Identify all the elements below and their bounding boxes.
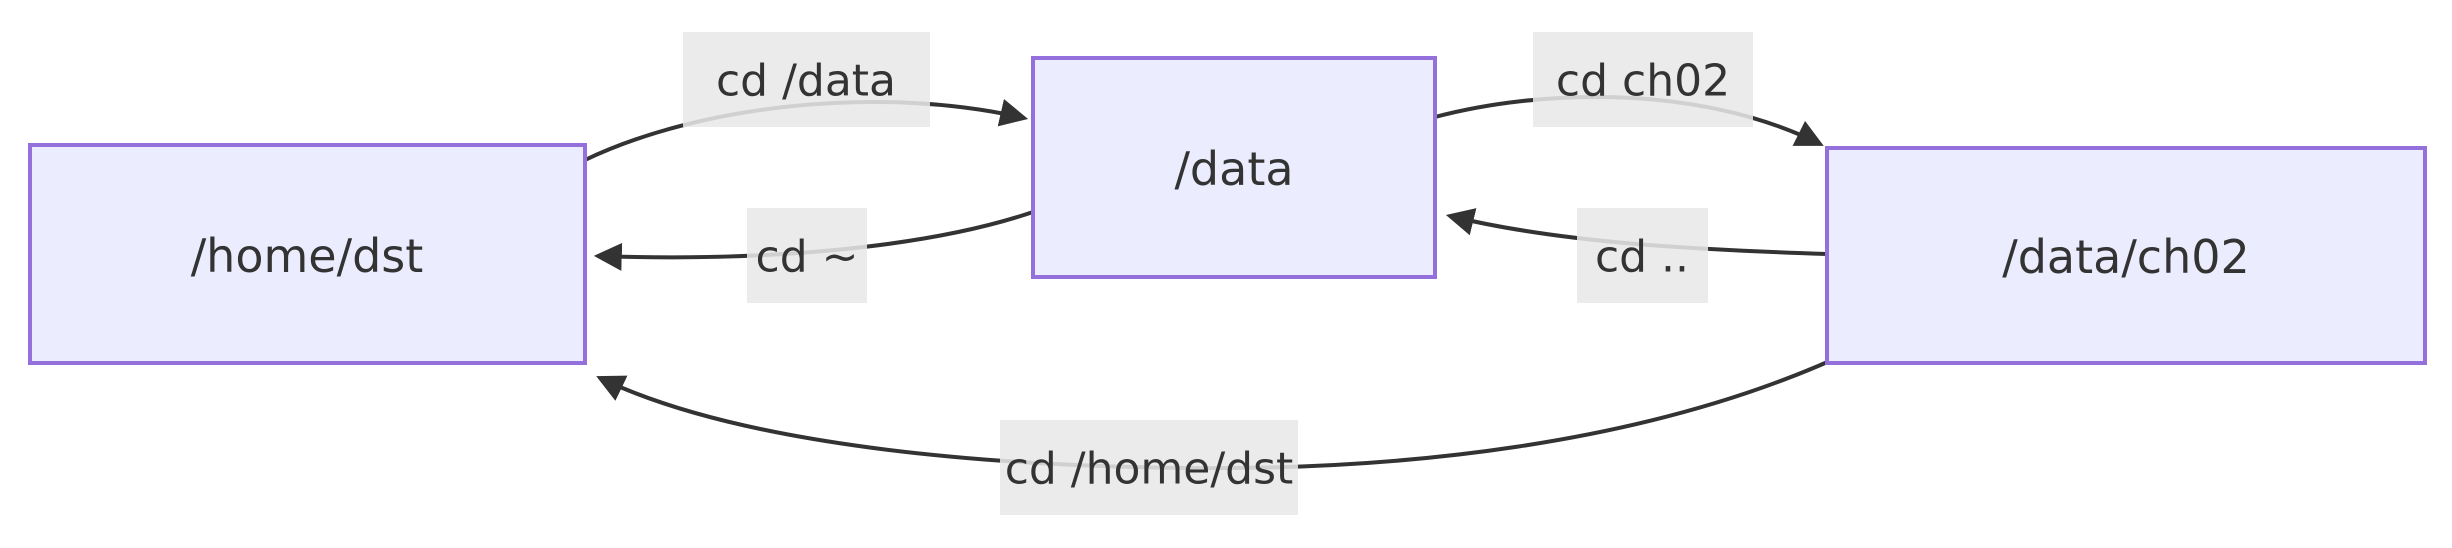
edge-label-cd-home-dst: cd /home/dst — [1000, 420, 1298, 515]
edge-label-cd-tilde: cd ~ — [747, 208, 867, 303]
node-data-ch02-box — [1825, 146, 2427, 365]
edge-label-cd-dotdot-bg — [1577, 208, 1708, 303]
edge-label-cd-ch02-text: cd ch02 — [1556, 56, 1730, 107]
node-data-label: /data — [1174, 142, 1293, 196]
edge-label-cd-data-text: cd /data — [716, 56, 896, 107]
edge-label-cd-ch02: cd ch02 — [1533, 32, 1753, 127]
edge-label-cd-data-bg — [683, 32, 930, 127]
node-home-dst: /home/dst — [28, 143, 587, 365]
edge-label-cd-home-dst-bg — [1000, 420, 1298, 515]
edge-label-cd-dotdot-text: cd .. — [1595, 232, 1689, 283]
edge-label-cd-home-dst-text: cd /home/dst — [1005, 444, 1294, 495]
node-data-ch02-label: /data/ch02 — [2002, 230, 2250, 284]
node-data: /data — [1031, 56, 1437, 279]
node-data-ch02: /data/ch02 — [1825, 146, 2427, 365]
edge-label-cd-data: cd /data — [683, 32, 930, 127]
edge-label-cd-tilde-text: cd ~ — [756, 232, 859, 283]
node-home-dst-box — [28, 143, 587, 365]
node-home-dst-label: /home/dst — [191, 229, 424, 283]
edge-label-cd-dotdot: cd .. — [1577, 208, 1708, 303]
edge-label-cd-ch02-bg — [1533, 32, 1753, 127]
edge-label-cd-tilde-bg — [747, 208, 867, 303]
node-data-box — [1031, 56, 1437, 279]
